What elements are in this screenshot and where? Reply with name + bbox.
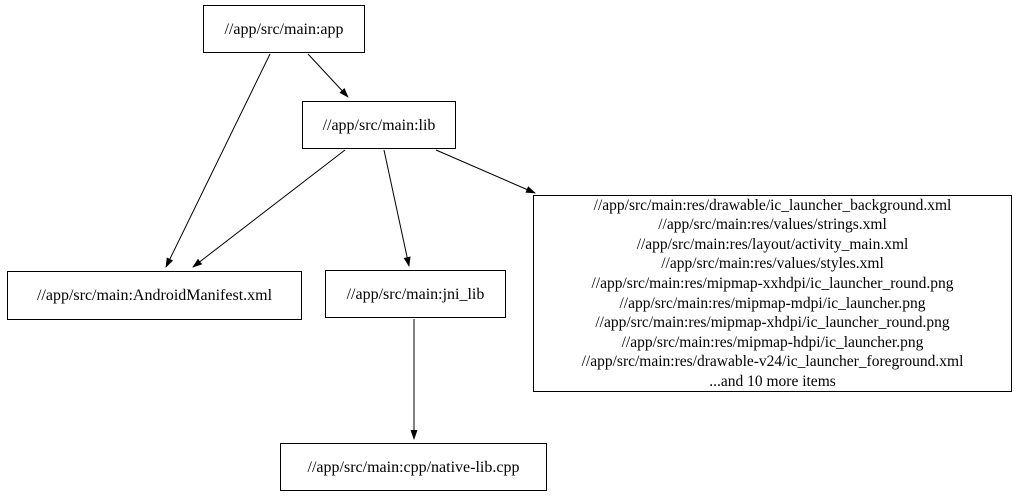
res-file-line: //app/src/main:res/mipmap-mdpi/ic_launch… <box>619 294 926 312</box>
graph-node-nativelib: //app/src/main:cpp/native-lib.cpp <box>280 443 547 491</box>
node-label-lib: //app/src/main:lib <box>322 116 436 134</box>
res-file-line: //app/src/main:res/drawable-v24/ic_launc… <box>581 353 964 371</box>
graph-node-lib: //app/src/main:lib <box>302 101 456 149</box>
edge-app-to-lib <box>307 53 349 98</box>
res-file-line: //app/src/main:res/mipmap-hdpi/ic_launch… <box>621 333 924 351</box>
res-more-items-line: ...and 10 more items <box>709 372 836 390</box>
graph-node-app: //app/src/main:app <box>203 5 365 53</box>
edge-lib-to-resfiles <box>435 149 536 194</box>
res-file-line: //app/src/main:res/values/strings.xml <box>658 216 887 234</box>
graph-node-jnilib: //app/src/main:jni_lib <box>325 270 506 318</box>
res-file-line: //app/src/main:res/drawable/ic_launcher_… <box>593 196 952 214</box>
res-file-line: //app/src/main:res/layout/activity_main.… <box>636 235 909 253</box>
node-label-jnilib: //app/src/main:jni_lib <box>346 285 485 303</box>
res-file-line: //app/src/main:res/values/styles.xml <box>661 255 884 273</box>
edge-lib-to-jnilib <box>383 149 411 267</box>
node-label-androidmanifest: //app/src/main:AndroidManifest.xml <box>36 287 273 304</box>
node-label-app: //app/src/main:app <box>224 20 344 38</box>
edge-lib-to-androidmanifest <box>192 149 346 268</box>
res-file-line: //app/src/main:res/mipmap-xhdpi/ic_launc… <box>595 314 950 332</box>
graph-node-resfiles: //app/src/main:res/drawable/ic_launcher_… <box>533 195 1012 392</box>
graph-node-androidmanifest: //app/src/main:AndroidManifest.xml <box>7 271 302 320</box>
node-label-nativelib: //app/src/main:cpp/native-lib.cpp <box>307 458 520 476</box>
edge-app-to-androidmanifest <box>165 53 271 268</box>
res-file-line: //app/src/main:res/mipmap-xxhdpi/ic_laun… <box>591 274 954 292</box>
